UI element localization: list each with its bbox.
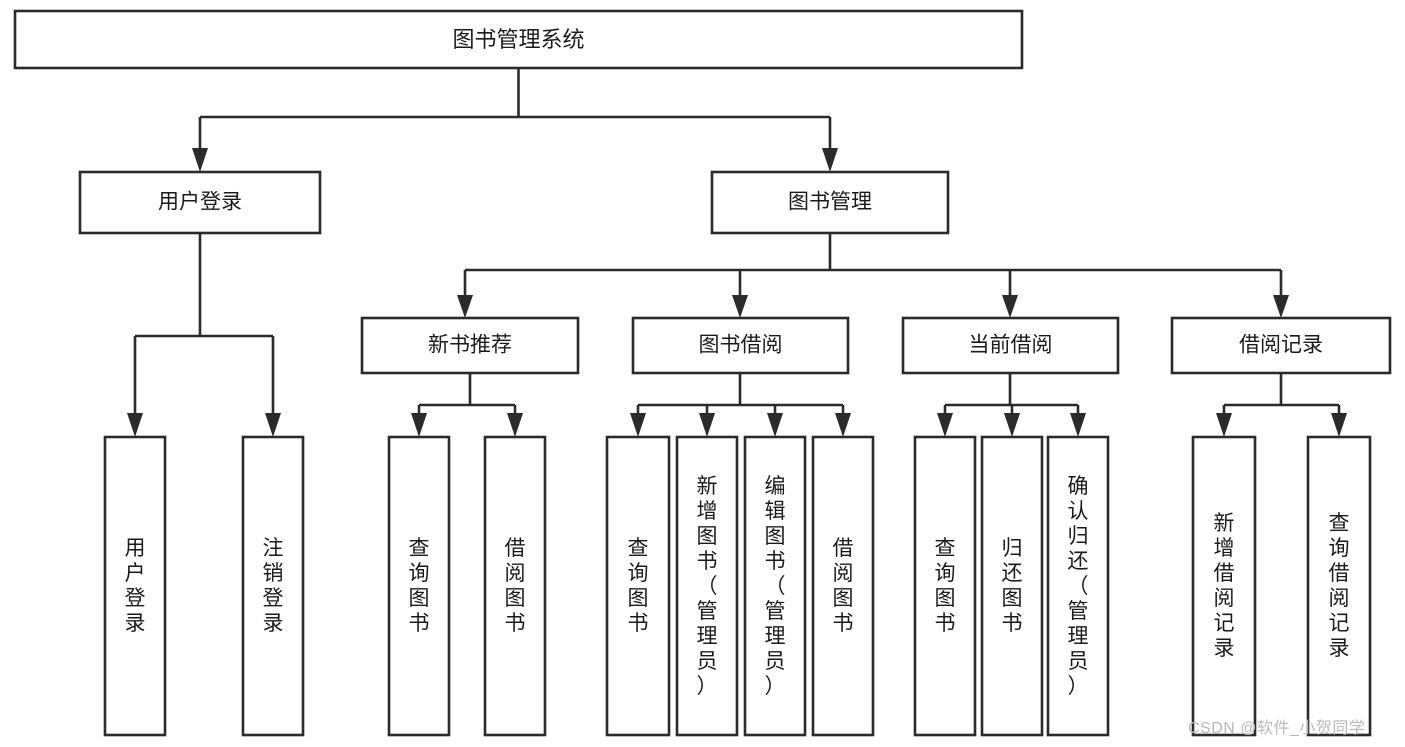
node-root[interactable]: 图书管理系统 [13,9,1024,70]
connector-root-to-level2 [192,68,838,172]
leaf-box-query-book-recommend[interactable] [387,435,451,737]
node-book-borrow-label: 图书借阅 [699,334,783,357]
connector-bookborrow-to-leaves [630,373,851,437]
node-user-login[interactable]: 用户登录 [78,170,322,235]
leaf-box-logout-login[interactable] [241,435,305,737]
connector-userlogin-to-leaves [127,233,281,437]
connector-newbook-to-leaves [411,373,523,437]
leaf-box-borrow-book-recommend[interactable] [483,435,547,737]
connector-borrowrecord-to-leaves [1216,373,1347,437]
leaf-box-edit-book-admin[interactable] [743,435,807,737]
leaf-box-query-book-borrow[interactable] [605,435,671,737]
leaf-box-user-login[interactable] [103,435,167,737]
leaf-box-query-book-current[interactable] [913,435,977,737]
node-borrow-record-label: 借阅记录 [1239,334,1323,357]
node-new-book-recommend-label: 新书推荐 [428,334,512,357]
node-borrow-record[interactable]: 借阅记录 [1170,316,1392,375]
node-current-borrow[interactable]: 当前借阅 [901,316,1120,375]
leaf-box-borrow-book[interactable] [811,435,875,737]
node-book-management-label: 图书管理 [788,191,872,214]
node-book-borrow[interactable]: 图书借阅 [631,316,850,375]
leaf-box-add-borrow-record[interactable] [1191,435,1257,737]
leaf-boxes [103,435,1372,737]
node-root-label: 图书管理系统 [452,27,584,52]
leaf-box-add-book-admin[interactable] [675,435,739,737]
leaf-box-confirm-return-admin[interactable] [1046,435,1110,737]
leaf-box-return-book[interactable] [980,435,1044,737]
node-current-borrow-label: 当前借阅 [969,334,1053,357]
csdn-watermark: CSDN @软件_小贺同学 [1188,720,1366,737]
node-user-login-label: 用户登录 [158,191,242,214]
node-new-book-recommend[interactable]: 新书推荐 [360,316,580,375]
node-book-management[interactable]: 图书管理 [710,170,950,235]
connector-bookmgmt-to-level3 [457,233,1289,318]
leaf-box-query-borrow-record[interactable] [1306,435,1372,737]
connector-currentborrow-to-leaves [937,373,1086,437]
